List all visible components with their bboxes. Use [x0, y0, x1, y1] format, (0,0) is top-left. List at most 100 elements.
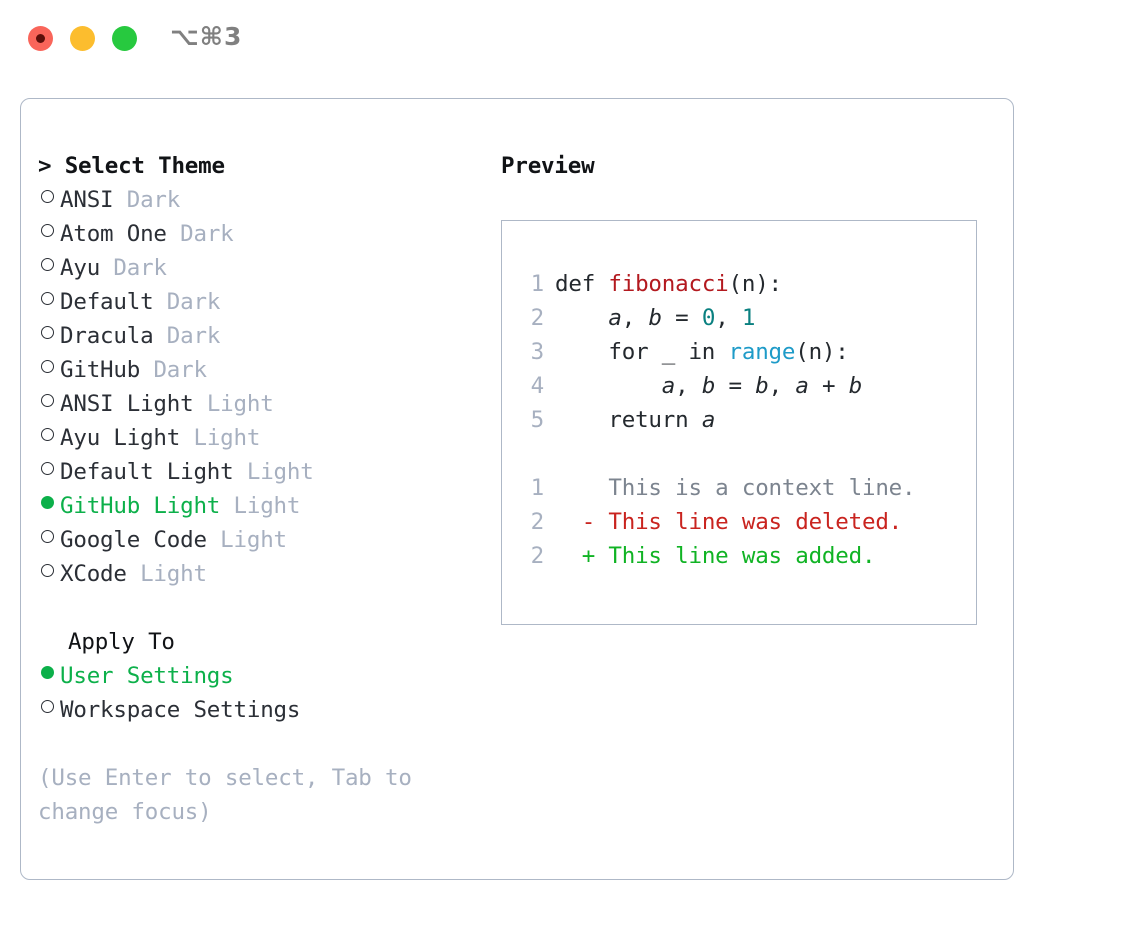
theme-item-default[interactable]: Default Dark — [38, 285, 478, 319]
diff-line-text: This is a context line. — [595, 475, 916, 501]
code-token-punct: = — [715, 373, 756, 399]
code-token-kw: def — [555, 271, 609, 297]
diff-sample: 1 This is a context line. 2 - This line w… — [518, 471, 970, 573]
diff-line-content: This is a context line. — [555, 471, 915, 505]
line-number: 2 — [530, 305, 545, 331]
theme-item-variant-tag: Light — [206, 391, 274, 417]
theme-item-ansi[interactable]: ANSI Dark — [38, 183, 478, 217]
line-number: 1 — [530, 271, 545, 297]
code-token-call: range — [728, 339, 796, 365]
apply-to-option-workspace-settings[interactable]: Workspace Settings — [38, 693, 478, 727]
diff-sign: - — [555, 509, 596, 535]
code-token-fn: fibonacci — [608, 271, 729, 297]
theme-item-google-code[interactable]: Google Code Light — [38, 523, 478, 557]
code-line-content: a, b = b, a + b — [555, 369, 863, 403]
code-token-kw: for _ in — [555, 339, 729, 365]
theme-item-label: Default Light — [60, 459, 247, 485]
code-token-var: a — [701, 407, 716, 433]
code-token-punct: (n): — [728, 271, 783, 297]
theme-item-xcode[interactable]: XCode Light — [38, 557, 478, 591]
window-title-shortcut: ⌥⌘3 — [170, 22, 243, 51]
line-number: 2 — [530, 543, 545, 569]
code-token-var: b — [755, 373, 769, 399]
apply-to-option-label: User Settings — [60, 663, 234, 689]
theme-item-variant-tag: Dark — [166, 289, 221, 315]
code-line: 3 for _ in range(n): — [518, 335, 970, 369]
theme-item-variant-tag: Light — [193, 425, 261, 451]
code-token-punct — [555, 373, 662, 399]
code-line: 4 a, b = b, a + b — [518, 369, 970, 403]
line-number: 1 — [530, 475, 545, 501]
maximize-button[interactable] — [112, 26, 137, 51]
preview-header: Preview — [501, 153, 595, 179]
code-line: 1 def fibonacci(n): — [518, 267, 970, 301]
code-token-punct: (n): — [795, 339, 849, 365]
theme-item-variant-tag: Dark — [153, 357, 207, 383]
diff-line-deleted: 2 - This line was deleted. — [518, 505, 970, 539]
diff-line-added: 2 + This line was added. — [518, 539, 970, 573]
code-token-var: a — [661, 373, 676, 399]
code-token-num: 0 — [701, 305, 716, 331]
line-number: 3 — [530, 339, 545, 365]
theme-item-label: GitHub Light — [60, 493, 234, 519]
diff-sign: + — [555, 543, 596, 569]
code-line: 2 a, b = 0, 1 — [518, 301, 970, 335]
theme-item-variant-tag: Dark — [180, 221, 234, 247]
select-theme-header: > Select Theme — [38, 153, 225, 179]
minimize-button[interactable] — [70, 26, 95, 51]
theme-item-label: Default — [60, 289, 167, 315]
theme-item-label: Atom One — [60, 221, 181, 247]
theme-item-github[interactable]: GitHub Dark — [38, 353, 478, 387]
theme-item-label: Ayu — [60, 255, 114, 281]
code-token-punct: = — [661, 305, 702, 331]
theme-item-label: ANSI Light — [60, 391, 207, 417]
code-token-var: b — [848, 373, 863, 399]
theme-item-label: ANSI — [60, 187, 127, 213]
close-button[interactable] — [28, 26, 53, 51]
code-token-kw: return — [555, 407, 702, 433]
code-token-num: 1 — [741, 305, 756, 331]
diff-line-text: This line was added. — [595, 543, 876, 569]
code-token-punct: + — [808, 373, 849, 399]
code-line-content: def fibonacci(n): — [555, 267, 782, 301]
apply-to-header: Apply To — [68, 629, 175, 655]
theme-item-dracula[interactable]: Dracula Dark — [38, 319, 478, 353]
code-line: 5 return a — [518, 403, 970, 437]
line-number: 2 — [530, 509, 545, 535]
line-number: 4 — [530, 373, 545, 399]
code-token-var: a — [608, 305, 622, 331]
theme-item-default-light[interactable]: Default Light Light — [38, 455, 478, 489]
code-token-var: b — [648, 305, 662, 331]
theme-item-variant-tag: Dark — [113, 255, 167, 281]
code-line-content: return a — [555, 403, 715, 437]
theme-item-ansi-light[interactable]: ANSI Light Light — [38, 387, 478, 421]
theme-item-variant-tag: Light — [220, 527, 287, 553]
theme-item-github-light[interactable]: GitHub Light Light — [38, 489, 478, 523]
theme-item-atom-one[interactable]: Atom One Dark — [38, 217, 478, 251]
title-bar: ⌥⌘3 — [0, 0, 1140, 78]
theme-item-variant-tag: Light — [233, 493, 301, 519]
theme-item-label: Google Code — [60, 527, 221, 553]
diff-line-text: This line was deleted. — [595, 509, 903, 535]
theme-item-ayu-light[interactable]: Ayu Light Light — [38, 421, 478, 455]
diff-line-content: - This line was deleted. — [555, 505, 903, 539]
code-token-punct: , — [768, 373, 796, 399]
apply-to-option-label: Workspace Settings — [60, 697, 301, 723]
code-token-var: a — [795, 373, 809, 399]
code-token-punct: , — [621, 305, 649, 331]
theme-item-ayu[interactable]: Ayu Dark — [38, 251, 478, 285]
theme-item-variant-tag: Light — [246, 459, 314, 485]
code-token-punct: , — [715, 305, 742, 331]
theme-item-variant-tag: Dark — [166, 323, 221, 349]
theme-item-label: Dracula — [60, 323, 167, 349]
code-line-content: for _ in range(n): — [555, 335, 849, 369]
code-token-punct — [555, 305, 608, 331]
apply-to-option-user-settings[interactable]: User Settings — [38, 659, 478, 693]
